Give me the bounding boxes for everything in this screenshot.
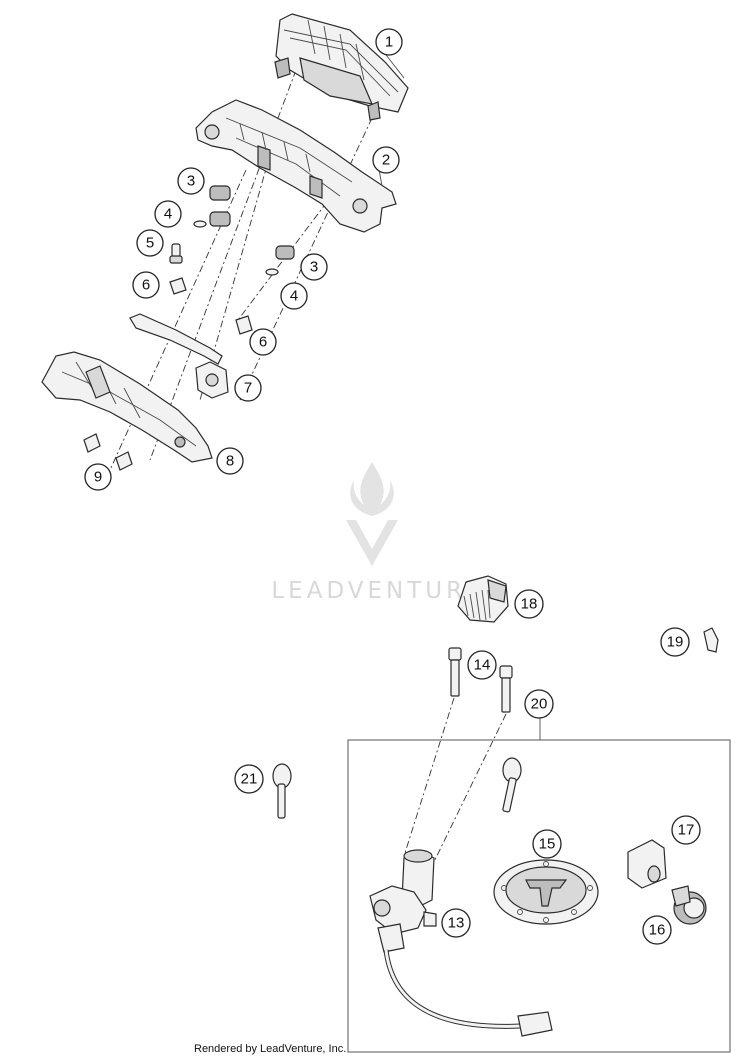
rubber-damper-part	[275, 245, 295, 260]
washer-part	[193, 220, 279, 276]
clip-part	[703, 627, 719, 653]
svg-text:18: 18	[521, 596, 538, 613]
svg-text:9: 9	[94, 469, 102, 486]
callout-16: 16	[642, 915, 672, 945]
fuel-cap-part	[493, 859, 599, 925]
dashboard-display-part	[274, 13, 409, 121]
screw-part	[169, 277, 253, 335]
instrument-carrier-part	[195, 99, 397, 233]
connector-part	[457, 575, 509, 623]
svg-text:13: 13	[448, 915, 465, 932]
callout-7: 7	[234, 374, 262, 402]
svg-text:20: 20	[531, 696, 548, 713]
svg-text:14: 14	[474, 657, 491, 674]
callout-4: 4	[280, 282, 308, 310]
callout-18: 18	[514, 589, 544, 619]
callout-4: 4	[154, 200, 182, 228]
screw-part	[169, 243, 183, 264]
flame-logo-icon	[350, 462, 394, 516]
lock-cylinder-part	[671, 885, 707, 925]
instrument-cluster-group	[41, 13, 409, 471]
key-part	[272, 763, 292, 819]
footer-credit: Rendered by LeadVenture, Inc.	[194, 1043, 347, 1055]
callout-20: 20	[524, 689, 554, 719]
svg-text:17: 17	[678, 822, 695, 839]
svg-text:3: 3	[187, 173, 195, 190]
svg-text:4: 4	[164, 206, 172, 223]
lock-set-kit-frame	[347, 739, 731, 1053]
shear-bolt-part	[448, 647, 513, 713]
callout-14: 14	[467, 650, 497, 680]
callout-8: 8	[216, 447, 244, 475]
ignition-lock-group	[272, 575, 731, 1053]
ignition-switch-part	[369, 849, 553, 1037]
callout-1: 1	[375, 28, 403, 56]
leader-line	[431, 713, 507, 867]
svg-text:19: 19	[667, 634, 684, 651]
callout-2: 2	[372, 146, 400, 174]
callout-21: 21	[234, 764, 264, 794]
svg-text:6: 6	[259, 334, 267, 351]
chevron-logo-icon	[346, 520, 398, 566]
svg-text:1: 1	[385, 34, 393, 51]
callout-3: 3	[177, 167, 205, 195]
svg-text:16: 16	[649, 922, 666, 939]
svg-text:3: 3	[310, 259, 318, 276]
watermark: LEADVENTURE	[271, 462, 484, 604]
svg-text:2: 2	[382, 152, 390, 169]
callout-17: 17	[671, 815, 701, 845]
key-part	[502, 757, 522, 813]
leader-line	[149, 69, 297, 461]
svg-text:15: 15	[539, 836, 556, 853]
svg-text:21: 21	[241, 771, 258, 788]
leader-line	[403, 697, 455, 857]
lower-cover-part	[41, 351, 213, 463]
callout-13: 13	[441, 908, 471, 938]
callout-5: 5	[136, 229, 164, 257]
watermark-brand: LEADVENTURE	[271, 578, 484, 604]
lock-bracket-part	[627, 839, 667, 889]
svg-text:4: 4	[290, 288, 298, 305]
callout-9: 9	[84, 463, 112, 491]
holder-clamp-part	[129, 313, 229, 399]
callout-19: 19	[660, 627, 690, 657]
callout-6: 6	[132, 271, 160, 299]
svg-text:8: 8	[226, 453, 234, 470]
svg-text:5: 5	[146, 235, 154, 252]
screw-part	[83, 433, 133, 471]
svg-text:6: 6	[142, 277, 150, 294]
callout-15: 15	[532, 829, 562, 859]
callout-3: 3	[300, 253, 328, 281]
rubber-damper-part	[209, 185, 231, 227]
callout-6: 6	[249, 328, 277, 356]
svg-text:7: 7	[244, 380, 252, 397]
